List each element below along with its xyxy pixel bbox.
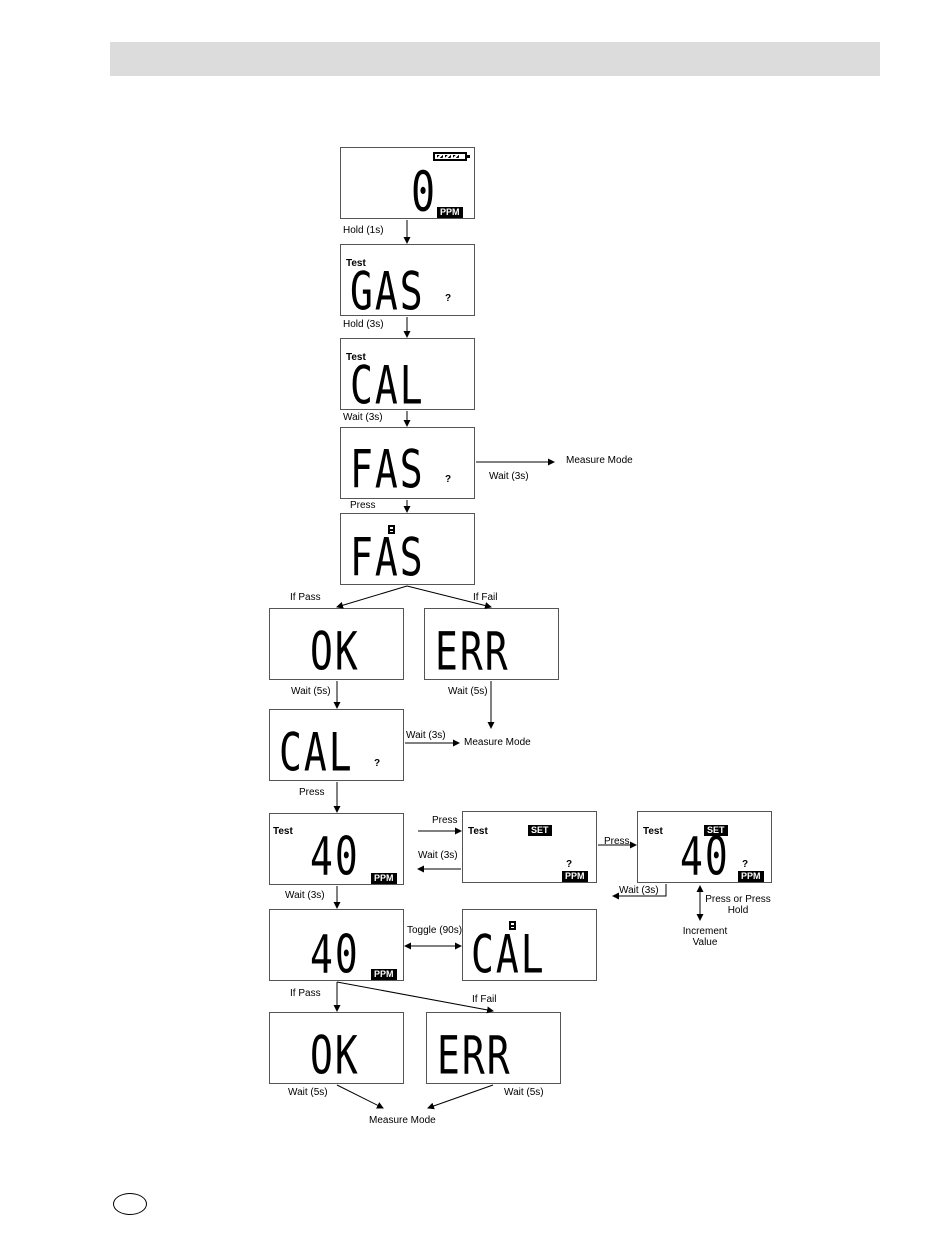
label-wait-3s: Wait (3s)	[406, 730, 446, 741]
display-fas-prompt: FAS ?	[340, 427, 475, 499]
unit-badge: PPM	[738, 871, 764, 882]
blinking-indicator-icon	[509, 921, 516, 930]
display-digits: 40	[680, 826, 730, 883]
label-press: Press	[299, 787, 325, 798]
label-if-pass: If Pass	[290, 592, 321, 603]
label-wait-3s: Wait (3s)	[418, 850, 458, 861]
unit-badge: PPM	[371, 873, 397, 884]
label-if-pass: If Pass	[290, 988, 321, 999]
test-label: Test	[643, 826, 663, 837]
label-wait-3s: Wait (3s)	[343, 412, 383, 423]
display-digits: ERR	[435, 621, 510, 680]
display-digits: FAS	[350, 527, 425, 585]
display-test-gas: Test GAS ?	[340, 244, 475, 316]
label-hold-3s: Hold (3s)	[343, 319, 384, 330]
display-digits: 0	[411, 161, 438, 219]
arrow	[406, 585, 492, 609]
unit-badge: PPM	[562, 871, 588, 882]
set-badge: SET	[528, 825, 552, 836]
unit-badge: PPM	[437, 207, 463, 218]
label-wait-5s: Wait (5s)	[448, 686, 488, 697]
unit-badge: PPM	[371, 969, 397, 980]
arrow	[612, 884, 667, 900]
display-test-set-40: Test SET 40 ? PPM	[637, 811, 772, 883]
label-hold-1s: Hold (1s)	[343, 225, 384, 236]
display-err-final: ERR	[426, 1012, 561, 1084]
label-measure-mode: Measure Mode	[369, 1115, 436, 1126]
battery-icon	[433, 152, 470, 161]
display-digits: FAS	[350, 439, 425, 499]
prompt-question: ?	[374, 758, 381, 769]
arrow	[427, 1084, 494, 1110]
display-test-40: Test 40 PPM	[269, 813, 404, 885]
label-measure-mode: Measure Mode	[464, 737, 531, 748]
arrow	[336, 585, 408, 609]
footer-circle-icon	[113, 1193, 147, 1215]
prompt-question: ?	[445, 474, 452, 485]
prompt-question: ?	[445, 293, 452, 304]
label-wait-5s: Wait (5s)	[291, 686, 331, 697]
label-if-fail: If Fail	[473, 592, 498, 603]
test-label: Test	[468, 826, 488, 837]
display-digits: 40	[310, 924, 360, 981]
test-label: Test	[346, 258, 366, 269]
display-digits: ERR	[437, 1025, 512, 1084]
display-err: ERR	[424, 608, 559, 680]
display-test-set-empty: Test SET ? PPM	[462, 811, 597, 883]
test-label: Test	[273, 826, 293, 837]
label-measure-mode: Measure Mode	[566, 455, 633, 466]
label-wait-3s: Wait (3s)	[285, 890, 325, 901]
label-wait-3s: Wait (3s)	[619, 885, 659, 896]
display-digits: CAL	[471, 924, 546, 981]
arrow	[336, 1084, 384, 1109]
prompt-question: ?	[742, 859, 749, 870]
header-bar	[110, 42, 880, 76]
display-40-measure: 40 PPM	[269, 909, 404, 981]
blinking-indicator-icon	[388, 525, 395, 534]
display-digits: OK	[310, 1025, 360, 1084]
label-wait-5s: Wait (5s)	[504, 1087, 544, 1098]
display-digits: 40	[310, 826, 360, 885]
test-label: Test	[346, 352, 366, 363]
label-increment-value: Increment Value	[682, 926, 728, 948]
display-digits: GAS	[350, 261, 425, 316]
display-ok: OK	[269, 608, 404, 680]
label-press: Press	[432, 815, 458, 826]
arrow	[336, 981, 494, 1014]
label-toggle-90s: Toggle (90s)	[407, 925, 463, 936]
display-digits: CAL	[279, 722, 354, 781]
label-press: Press	[350, 500, 376, 511]
display-digits: CAL	[350, 355, 425, 410]
label-press: Press	[604, 836, 630, 847]
display-cal-prompt: CAL ?	[269, 709, 404, 781]
label-press-or-hold: Press or Press Hold	[705, 894, 771, 916]
prompt-question: ?	[566, 859, 573, 870]
label-wait-5s: Wait (5s)	[288, 1087, 328, 1098]
set-badge: SET	[704, 825, 728, 836]
label-if-fail: If Fail	[472, 994, 497, 1005]
display-ok-final: OK	[269, 1012, 404, 1084]
label-wait-3s: Wait (3s)	[489, 471, 529, 482]
display-zero: 0 PPM	[340, 147, 475, 219]
display-test-cal: Test CAL	[340, 338, 475, 410]
display-fas-active: FAS	[340, 513, 475, 585]
display-cal-active: CAL	[462, 909, 597, 981]
display-digits: OK	[310, 621, 360, 680]
